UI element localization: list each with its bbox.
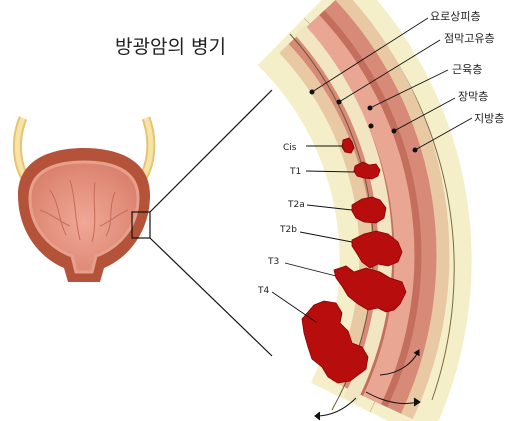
label-stage-t1: T1 (289, 167, 301, 177)
tumor-t1 (354, 162, 380, 179)
label-stage-t4: T4 (257, 286, 269, 296)
label-lamina-propria: 점막고유층 (444, 32, 495, 45)
label-stage-cis: Cis (283, 143, 297, 153)
stage-labels: Cis T1 T2a T2b T3 T4 (257, 143, 305, 296)
label-muscularis: 근육층 (452, 63, 482, 76)
label-stage-t2a: T2a (287, 200, 305, 210)
label-stage-t3: T3 (267, 257, 279, 267)
label-serosa: 장막층 (458, 90, 488, 103)
bladder-illustration (17, 118, 150, 282)
page-title: 방광암의 병기 (115, 36, 226, 58)
label-stage-t2b: T2b (279, 225, 297, 235)
zoom-line-bottom (150, 238, 272, 356)
label-urothelium: 요로상피층 (430, 10, 481, 23)
label-fat: 지방층 (474, 112, 504, 125)
zoom-line-top (150, 90, 272, 212)
